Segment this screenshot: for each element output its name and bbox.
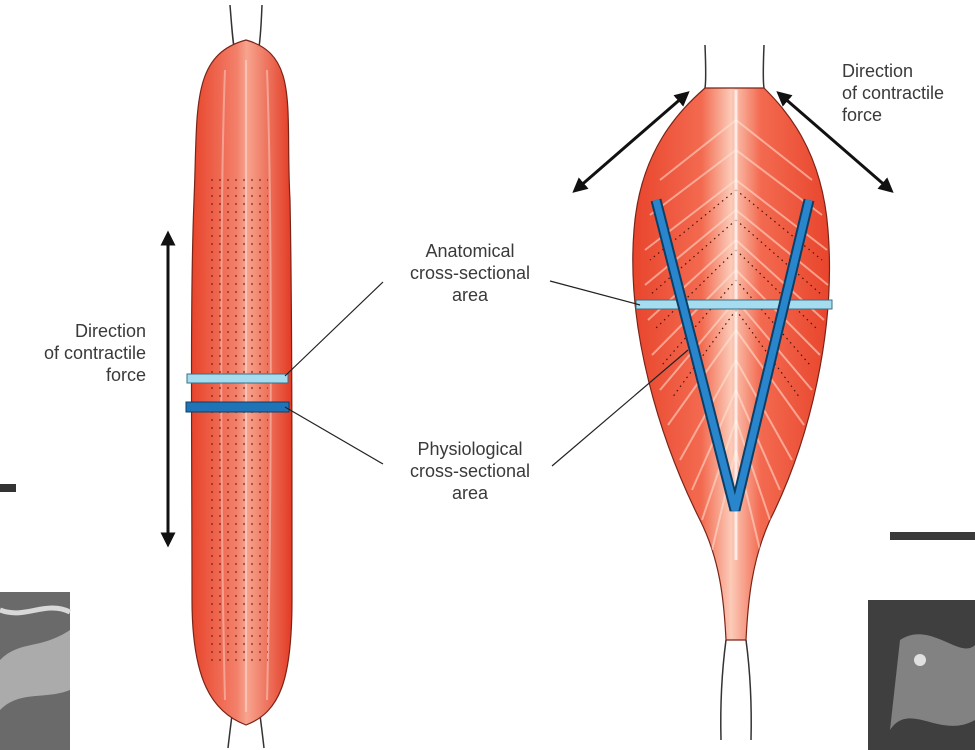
physiological-line-2: cross-sectional — [380, 460, 560, 482]
anatomical-line-1: Anatomical — [380, 240, 560, 262]
right-direction-line-2: of contractile — [842, 82, 944, 104]
anatomical-band-left — [187, 374, 288, 383]
scale-bar-left — [0, 484, 16, 492]
photo-fragment-right — [868, 600, 975, 750]
anatomical-line-3: area — [380, 284, 560, 306]
right-direction-label: Direction of contractile force — [842, 60, 944, 126]
pennate-muscle — [633, 45, 830, 740]
left-direction-line-2: of contractile — [10, 342, 146, 364]
left-direction-label: Direction of contractile force — [10, 320, 146, 386]
anatomical-area-label: Anatomical cross-sectional area — [380, 240, 560, 306]
physiological-band-left — [186, 402, 289, 412]
photo-fragment-left — [0, 592, 70, 750]
left-direction-line-1: Direction — [10, 320, 146, 342]
physiological-line-3: area — [380, 482, 560, 504]
anatomical-line-2: cross-sectional — [380, 262, 560, 284]
left-direction-line-3: force — [10, 364, 146, 386]
physiological-area-label: Physiological cross-sectional area — [380, 438, 560, 504]
right-direction-line-1: Direction — [842, 60, 944, 82]
anatomical-band-right — [636, 300, 832, 309]
scale-bar-right — [890, 532, 975, 540]
physiological-line-1: Physiological — [380, 438, 560, 460]
right-direction-line-3: force — [842, 104, 944, 126]
